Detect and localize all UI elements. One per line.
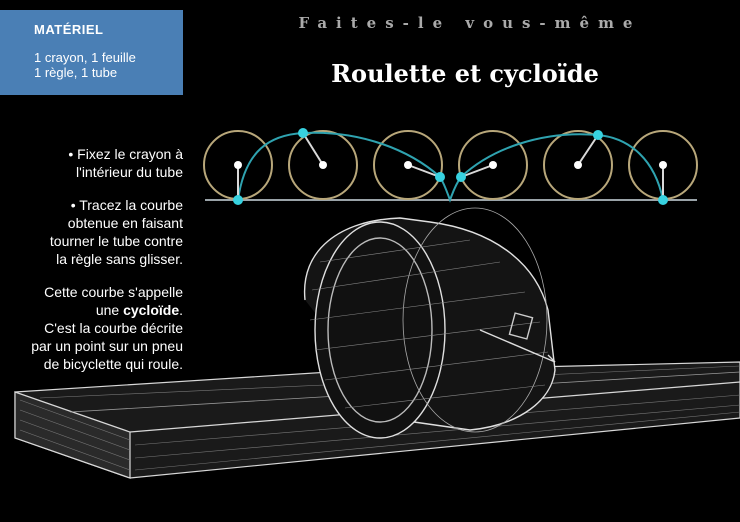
circle-5 [543,130,613,200]
radius-spokes [237,132,664,200]
note: Cette courbe s'appelle une cycloïde. C'e… [0,283,183,373]
cycloid-diagram [203,128,698,205]
note-line-5: de bicyclette qui roule. [43,356,183,372]
note-keyword: cycloïde [123,302,180,318]
materiel-title: MATÉRIEL [34,22,104,37]
note-line-3: C'est la courbe décrite [44,320,183,336]
note-pre: une [95,302,124,318]
kicker: Faites-le vous-même [298,14,642,32]
pen-points [233,128,668,205]
circle-2 [288,130,358,200]
rolling-circles [203,130,698,200]
step-1: • Fixez le crayon à l'intérieur du tube [0,145,183,181]
step-2-line-2: obtenue en faisant [67,215,183,231]
note-line-4: par un point sur un pneu [31,338,183,354]
materiel-line-2: 1 règle, 1 tube [34,65,118,80]
step-2-line-4: la règle sans glisser. [56,251,183,267]
page-title: Roulette et cycloïde [331,59,599,88]
step-1-line-1: • Fixez le crayon à [68,146,183,162]
step-2-line-1: • Tracez la courbe [70,197,183,213]
materiel-box: MATÉRIEL 1 crayon, 1 feuille 1 règle, 1 … [0,10,183,95]
note-post: . [179,302,183,318]
note-line-1: Cette courbe s'appelle [44,284,183,300]
step-1-line-2: l'intérieur du tube [76,164,183,180]
instructions: • Fixez le crayon à l'intérieur du tube … [0,145,183,388]
step-2: • Tracez la courbe obtenue en faisant to… [0,196,183,268]
step-2-line-3: tourner le tube contre [49,233,183,249]
circle-3 [373,130,443,200]
cycloid-curve [237,131,664,203]
circle-4 [458,130,528,200]
materiel-line-1: 1 crayon, 1 feuille [34,50,136,65]
tube-sketch [303,207,556,439]
circle-centers [234,161,667,169]
